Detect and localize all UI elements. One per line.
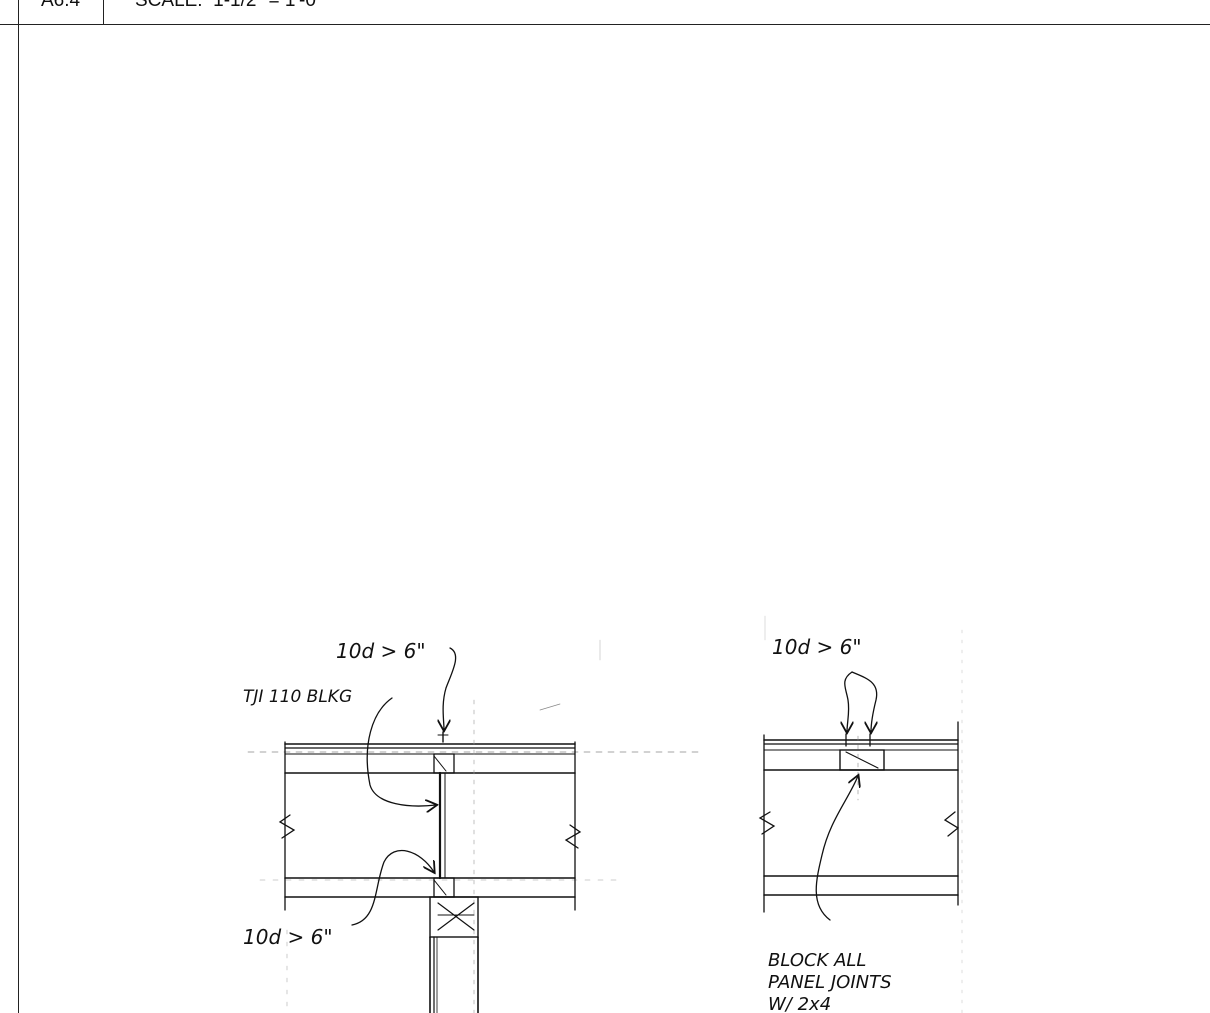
leader-panel-block bbox=[815, 776, 858, 921]
break-symbol-right bbox=[564, 824, 582, 849]
break-symbol-right-left bbox=[758, 811, 776, 835]
note-block-line2: PANEL JOINTS bbox=[768, 972, 892, 993]
top-block bbox=[433, 753, 455, 774]
note-bottom-nailing-left: 10d > 6" bbox=[243, 925, 333, 949]
note-top-nailing-left: 10d > 6" bbox=[336, 639, 426, 663]
break-symbol-left bbox=[278, 814, 296, 839]
leader-top-nailing bbox=[443, 647, 457, 730]
sheet-border-left bbox=[18, 0, 19, 1013]
title-block: A6.4 SCALE: 1-1/2" = 1'-0" bbox=[0, 0, 1210, 25]
panel-joint-block bbox=[839, 749, 885, 771]
left-detail bbox=[247, 639, 701, 1013]
leader-bottom-nailing bbox=[351, 850, 434, 926]
right-detail bbox=[758, 615, 963, 1013]
sheet-number: A6.4 bbox=[18, 0, 104, 25]
leader-top-nailing-right-b bbox=[851, 671, 877, 732]
note-block-line3: W/ 2x4 bbox=[768, 994, 831, 1013]
break-symbol-right-right bbox=[943, 811, 960, 837]
note-tji-blocking: TJI 110 BLKG bbox=[243, 687, 352, 707]
leader-top-nailing-right-a bbox=[845, 671, 852, 732]
note-top-nailing-right: 10d > 6" bbox=[772, 635, 862, 659]
leader-blocking bbox=[366, 697, 436, 806]
scale-label: SCALE: 1-1/2" = 1'-0" bbox=[135, 0, 323, 11]
beam-below bbox=[429, 896, 479, 938]
bottom-block bbox=[433, 877, 455, 898]
note-block-line1: BLOCK ALL bbox=[768, 950, 866, 971]
